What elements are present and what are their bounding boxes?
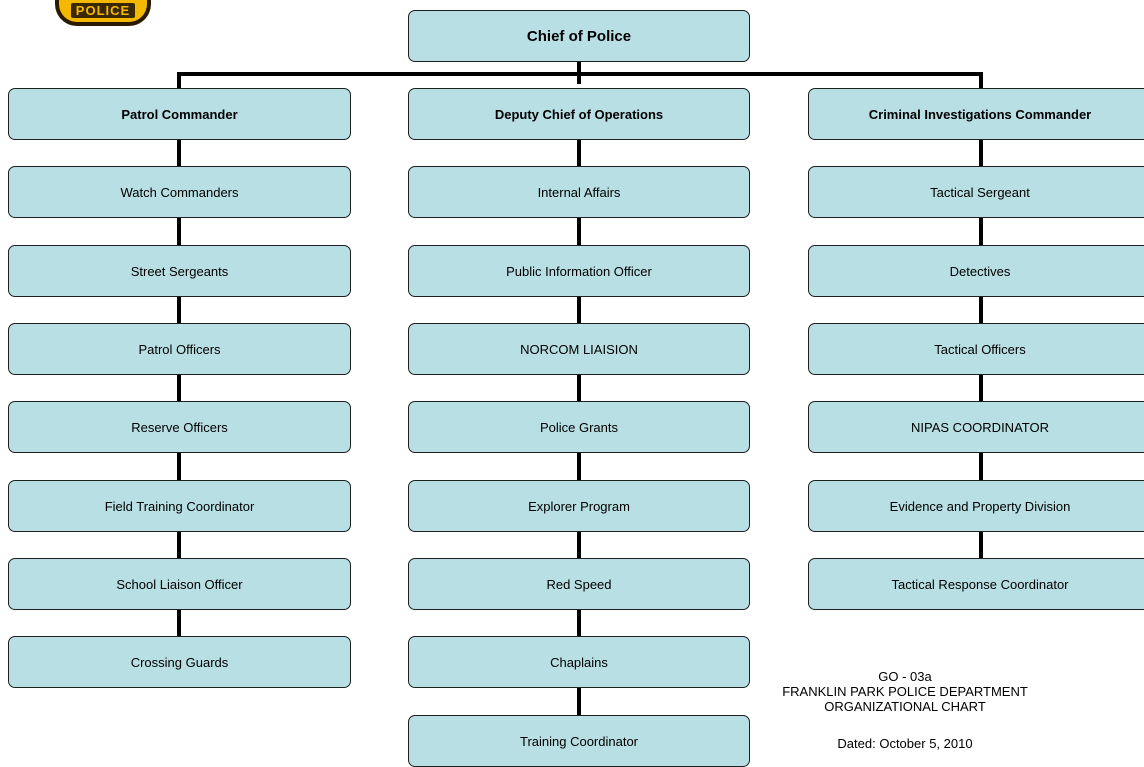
field-training-coordinator-box: Field Training Coordinator — [8, 480, 351, 532]
connector-col1-chain — [177, 138, 181, 638]
tactical-response-coordinator-box: Tactical Response Coordinator — [808, 558, 1144, 610]
norcom-liaision-box: NORCOM LIAISION — [408, 323, 750, 375]
police-badge-logo: POLICE — [55, 0, 151, 26]
caption-org: FRANKLIN PARK POLICE DEPARTMENT — [782, 684, 1028, 699]
chaplains-box: Chaplains — [408, 636, 750, 688]
tactical-officers-box: Tactical Officers — [808, 323, 1144, 375]
chief-of-police-box: Chief of Police — [408, 10, 750, 62]
caption-title: ORGANIZATIONAL CHART — [824, 699, 986, 714]
detectives-box: Detectives — [808, 245, 1144, 297]
explorer-program-box: Explorer Program — [408, 480, 750, 532]
school-liaison-officer-box: School Liaison Officer — [8, 558, 351, 610]
connector-horizontal — [177, 72, 983, 76]
red-speed-box: Red Speed — [408, 558, 750, 610]
evidence-property-division-box: Evidence and Property Division — [808, 480, 1144, 532]
street-sergeants-box: Street Sergeants — [8, 245, 351, 297]
watch-commanders-box: Watch Commanders — [8, 166, 351, 218]
tactical-sergeant-box: Tactical Sergeant — [808, 166, 1144, 218]
reserve-officers-box: Reserve Officers — [8, 401, 351, 453]
training-coordinator-box: Training Coordinator — [408, 715, 750, 767]
nipas-coordinator-box: NIPAS COORDINATOR — [808, 401, 1144, 453]
connector-col1-top — [177, 72, 181, 88]
deputy-chief-box: Deputy Chief of Operations — [408, 88, 750, 140]
caption-dated: Dated: October 5, 2010 — [837, 736, 973, 751]
caption-code: GO - 03a — [878, 669, 932, 684]
logo-text: POLICE — [70, 3, 136, 18]
internal-affairs-box: Internal Affairs — [408, 166, 750, 218]
police-grants-box: Police Grants — [408, 401, 750, 453]
patrol-commander-box: Patrol Commander — [8, 88, 351, 140]
criminal-investigations-commander-box: Criminal Investigations Commander — [808, 88, 1144, 140]
patrol-officers-box: Patrol Officers — [8, 323, 351, 375]
public-information-officer-box: Public Information Officer — [408, 245, 750, 297]
connector-col3-top — [979, 72, 983, 88]
crossing-guards-box: Crossing Guards — [8, 636, 351, 688]
